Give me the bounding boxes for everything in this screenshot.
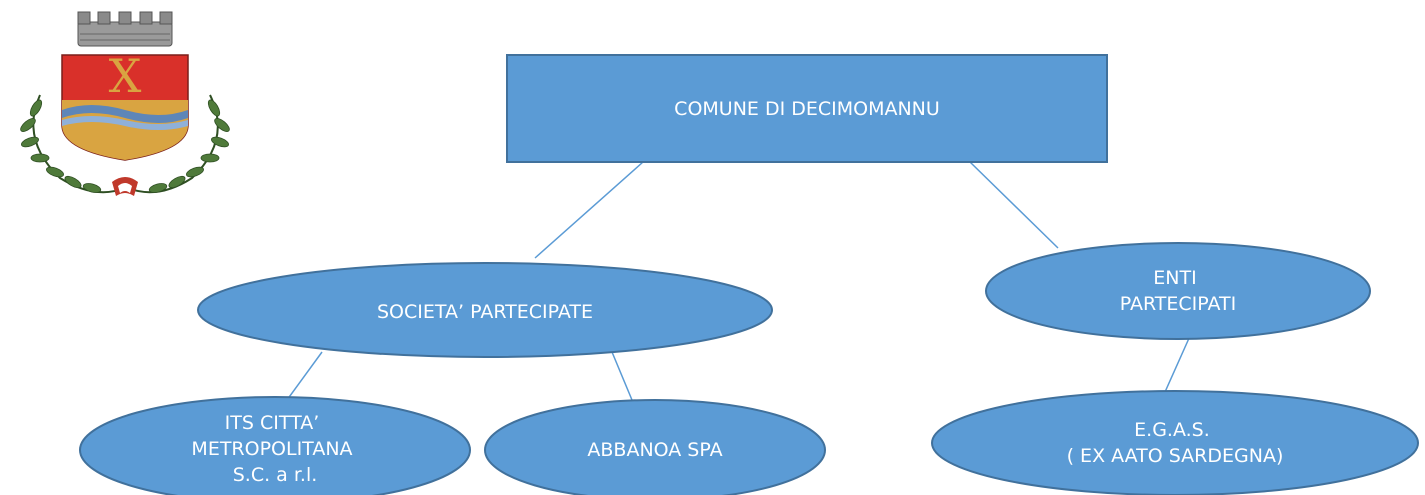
edge-root-enti [969, 161, 1059, 249]
node-root-label: COMUNE DI DECIMOMANNU [674, 98, 940, 120]
node-societa-label: SOCIETA’ PARTECIPATE [377, 301, 593, 323]
edge-societa-abbanoa [611, 351, 633, 401]
municipal-coat-of-arms-icon: X [20, 11, 230, 196]
node-abbanoa-spa: ABBANOA SPA [484, 399, 826, 495]
connector-lines [286, 161, 1191, 401]
node-abbanoa-label: ABBANOA SPA [587, 439, 722, 461]
shield-letter: X [109, 49, 142, 103]
node-egas-label: E.G.A.S. ( EX AATO SARDEGNA) [1067, 419, 1284, 467]
node-its-label: ITS CITTA’ METROPOLITANA S.C. a r.l. [191, 412, 358, 486]
edge-enti-egas [1164, 335, 1191, 393]
crown [77, 11, 173, 47]
node-enti-label: ENTI PARTECIPATI [1120, 267, 1237, 315]
node-societa-partecipate: SOCIETA’ PARTECIPATE [197, 262, 773, 358]
node-its-citta-metropolitana: ITS CITTA’ METROPOLITANA S.C. a r.l. [79, 396, 471, 495]
node-enti-partecipati: ENTI PARTECIPATI [985, 242, 1371, 340]
edge-societa-its [286, 351, 323, 401]
ribbon [112, 177, 138, 196]
node-root: COMUNE DI DECIMOMANNU [506, 54, 1108, 163]
laurel-wreath [20, 94, 230, 194]
node-egas: E.G.A.S. ( EX AATO SARDEGNA) [931, 390, 1419, 495]
shield: X [61, 49, 189, 161]
edge-root-societa [534, 161, 644, 259]
